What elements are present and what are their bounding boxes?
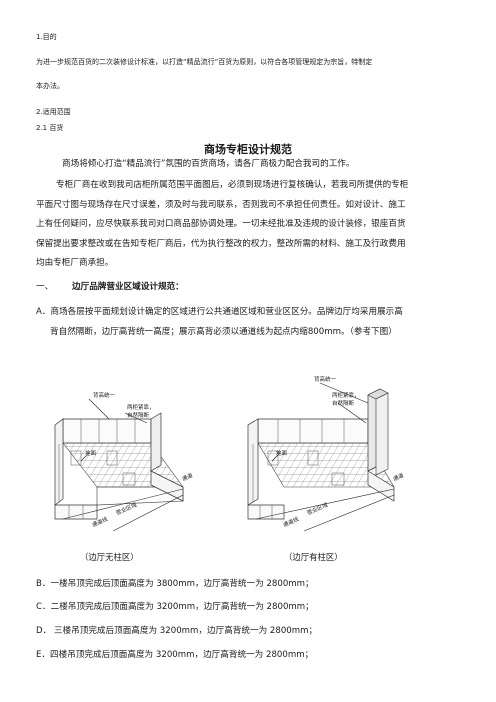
- item-e: E．四楼吊顶完成后顶面高度为 3200mm，边厅高背统一为 2800mm；: [36, 650, 314, 660]
- label-aisle: 通道: [181, 471, 195, 483]
- column-side: [375, 392, 389, 476]
- label-two-cabinets: 两柜紧靠，: [127, 403, 155, 411]
- right-counter: [150, 470, 184, 502]
- item-c: C．二楼吊顶完成后顶面高度为 3200mm，边厅高背统一为 2800mm；: [36, 602, 314, 612]
- caption-with-column: （边厅有柱区）: [284, 552, 343, 562]
- label-channel-line: 通道线: [282, 515, 301, 529]
- cabinet-lines: [252, 419, 345, 519]
- leader-lines: [62, 398, 184, 532]
- section-one-title: 边厅品牌营业区域设计规范：: [72, 282, 184, 292]
- label-height-unified: 背高统一: [93, 391, 116, 399]
- para-line-3: 上有任何疑问，应尽快联系我司对口商品部协调处理。一切未经批准及违规的设计装修，银…: [36, 219, 406, 229]
- section-one-number: 一、: [36, 282, 54, 292]
- section1-text-line2: 本办法。: [36, 82, 64, 90]
- figure-no-column: 背高统一 两柜紧靠， 自然隔断 地面 通道 通道线 营业区域: [54, 391, 195, 532]
- back-wall: [62, 418, 152, 444]
- label-natural-partition: 自然隔断: [332, 399, 355, 407]
- caption-no-column: （边厅无柱区）: [80, 552, 139, 562]
- figure-with-column: 背高统一 两柜紧靠， 自然隔断 地面 通道 通道线 营业区域: [247, 375, 406, 532]
- section1-heading: 1.目的: [36, 33, 57, 41]
- label-two-cabinets: 两柜紧靠，: [332, 391, 360, 399]
- para-line-1: 专柜厂商在收到我司店柜所属范围平面图后，必须到现场进行复核确认，若我司所提供的专…: [56, 180, 409, 190]
- item-d: D． 三楼吊顶完成后顶面高度为 3200mm，边厅高背统一为 2800mm；: [36, 626, 318, 636]
- para-line-2: 平面尺寸图与现场存在尺寸误差，须及时与我司联系，否则我司不承担任何责任。如对设计…: [36, 200, 406, 210]
- intro-paragraph: 商场将倾心打造“精品流行”氛围的百货商场，请各厂商极力配合我司的工作。: [62, 159, 355, 169]
- back-wall: [257, 418, 369, 444]
- cabinet-lines: [58, 419, 136, 519]
- para-line-4: 保留提出要求整改或在告知专柜厂商后，代为执行整改的权力，整改所需的材料、施工及行…: [36, 239, 406, 249]
- label-height-unified: 背高统一: [314, 375, 337, 383]
- label-natural-partition: 自然隔断: [127, 411, 150, 419]
- section2-sub: 2.1 百货: [36, 124, 64, 132]
- item-b: B．一楼吊顶完成后顶面高度为 3800mm，边厅高背统一为 2800mm；: [36, 579, 314, 589]
- section2-heading: 2.适用范围: [36, 108, 71, 116]
- label-floor: 地面: [276, 449, 288, 457]
- item-a-line1: A．商场各层按平面规划设计确定的区域进行公共通道区域和营业区区分。品牌边厅均采用…: [36, 307, 403, 317]
- doc-title: 商场专柜设计规范: [204, 143, 292, 156]
- label-floor: 地面: [85, 449, 97, 457]
- label-sales-area: 营业区域: [306, 500, 330, 516]
- label-aisle: 通道: [392, 471, 406, 483]
- item-a-line2: 背自然隔断，边厅高背统一高度；展示高背必须以通道线为起点内缩800mm。（参考下…: [50, 327, 397, 337]
- right-wall-post: [150, 412, 162, 472]
- right-counter: [367, 470, 395, 502]
- section1-text-line1: 为进一步规范百货的二次装修设计标准，以打造“精品流行”百货为原则，以符合各项管理…: [36, 58, 373, 66]
- para-line-5: 均由专柜厂商承担。: [36, 258, 114, 268]
- leader-lines: [255, 382, 395, 532]
